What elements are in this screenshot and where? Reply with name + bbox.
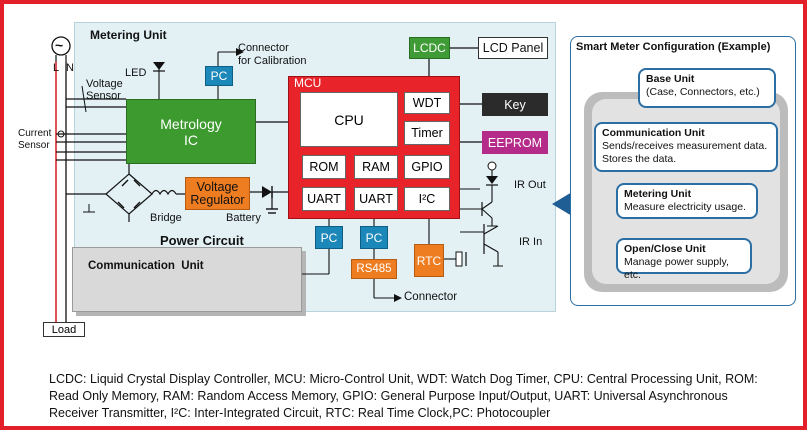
voltage-sensor-label-1: Voltage [86,78,123,90]
mcu-title: MCU [294,76,322,90]
communication-unit-label: Communication Unit [88,260,204,272]
config-metering-unit: Metering Unit Measure electricity usage. [616,183,758,219]
config-open-title: Open/Close Unit [624,243,706,255]
key-box: Key [482,93,548,116]
wdt-box: WDT [404,92,450,114]
voltage-regulator-label-2: Regulator [190,192,245,207]
pc-right-box: PC [360,226,388,249]
ac-source-symbol: ~ [55,37,64,53]
pc-calibration-box: PC [205,66,233,86]
timer-box: Timer [404,121,450,145]
communication-unit-box [72,247,302,312]
battery-label: Battery [226,212,261,224]
legend-line-3: Receiver Transmitter, I²C: Inter-Integra… [49,406,551,420]
config-communication-unit: Communication Unit Sends/receives measur… [594,122,778,172]
voltage-regulator-label-1: Voltage [196,179,239,194]
line-n-label: N [66,62,74,74]
voltage-sensor-label-2: Sensor [86,90,121,102]
config-base-title: Base Unit [646,73,695,85]
power-circuit-label: Power Circuit [160,233,244,248]
ir-out-label: IR Out [514,179,546,191]
config-open-close-unit: Open/Close Unit Manage power supply, etc… [616,238,752,281]
rtc-box: RTC [414,244,444,277]
led-label: LED [125,67,147,79]
uart2-box: UART [354,187,398,211]
config-meter-title: Metering Unit [624,188,692,200]
connector-calibration-label-1: Connector [238,42,289,54]
legend-line-2: Read Only Memory, RAM: Random Access Mem… [49,389,728,403]
cpu-box: CPU [300,92,398,147]
legend-line-1: LCDC: Liquid Crystal Display Controller,… [49,372,758,386]
i2c-box: I²C [404,187,450,211]
bridge-label: Bridge [150,212,182,224]
metrology-ic-label-2: IC [184,131,198,148]
metrology-ic-box: Metrology IC [126,99,256,164]
rom-box: ROM [302,155,346,179]
ram-box: RAM [354,155,398,179]
uart1-box: UART [302,187,346,211]
lcd-panel-box: LCD Panel [478,37,548,59]
gpio-box: GPIO [404,155,450,179]
line-l-label: L [53,62,60,74]
config-meter-desc: Measure electricity usage. [624,201,746,213]
lcdc-box: LCDC [409,37,450,59]
config-base-desc: (Case, Connectors, etc.) [646,86,760,98]
connector-bottom-label: Connector [404,291,458,303]
current-sensor-label-1: Current [18,128,52,139]
connector-calibration-label-2: for Calibration [238,55,307,67]
current-sensor-label-2: Sensor [18,140,50,151]
config-comm-desc-1: Sends/receives measurement data. [602,140,768,152]
abbreviation-legend: LCDC: Liquid Crystal Display Controller,… [49,371,789,422]
rs485-box: RS485 [351,259,397,279]
config-comm-desc-2: Stores the data. [602,153,677,165]
metering-unit-title: Metering Unit [90,28,167,42]
ir-in-label: IR In [519,236,543,248]
metrology-ic-label-1: Metrology [160,115,222,132]
load-box: Load [43,322,85,337]
config-base-unit: Base Unit (Case, Connectors, etc.) [638,68,776,108]
pc-left-box: PC [315,226,343,249]
config-title: Smart Meter Configuration (Example) [576,41,771,53]
config-open-desc: Manage power supply, etc. [624,256,729,281]
eeprom-box: EEPROM [482,131,548,154]
config-comm-title: Communication Unit [602,127,705,139]
voltage-regulator-box: Voltage Regulator [185,177,250,210]
